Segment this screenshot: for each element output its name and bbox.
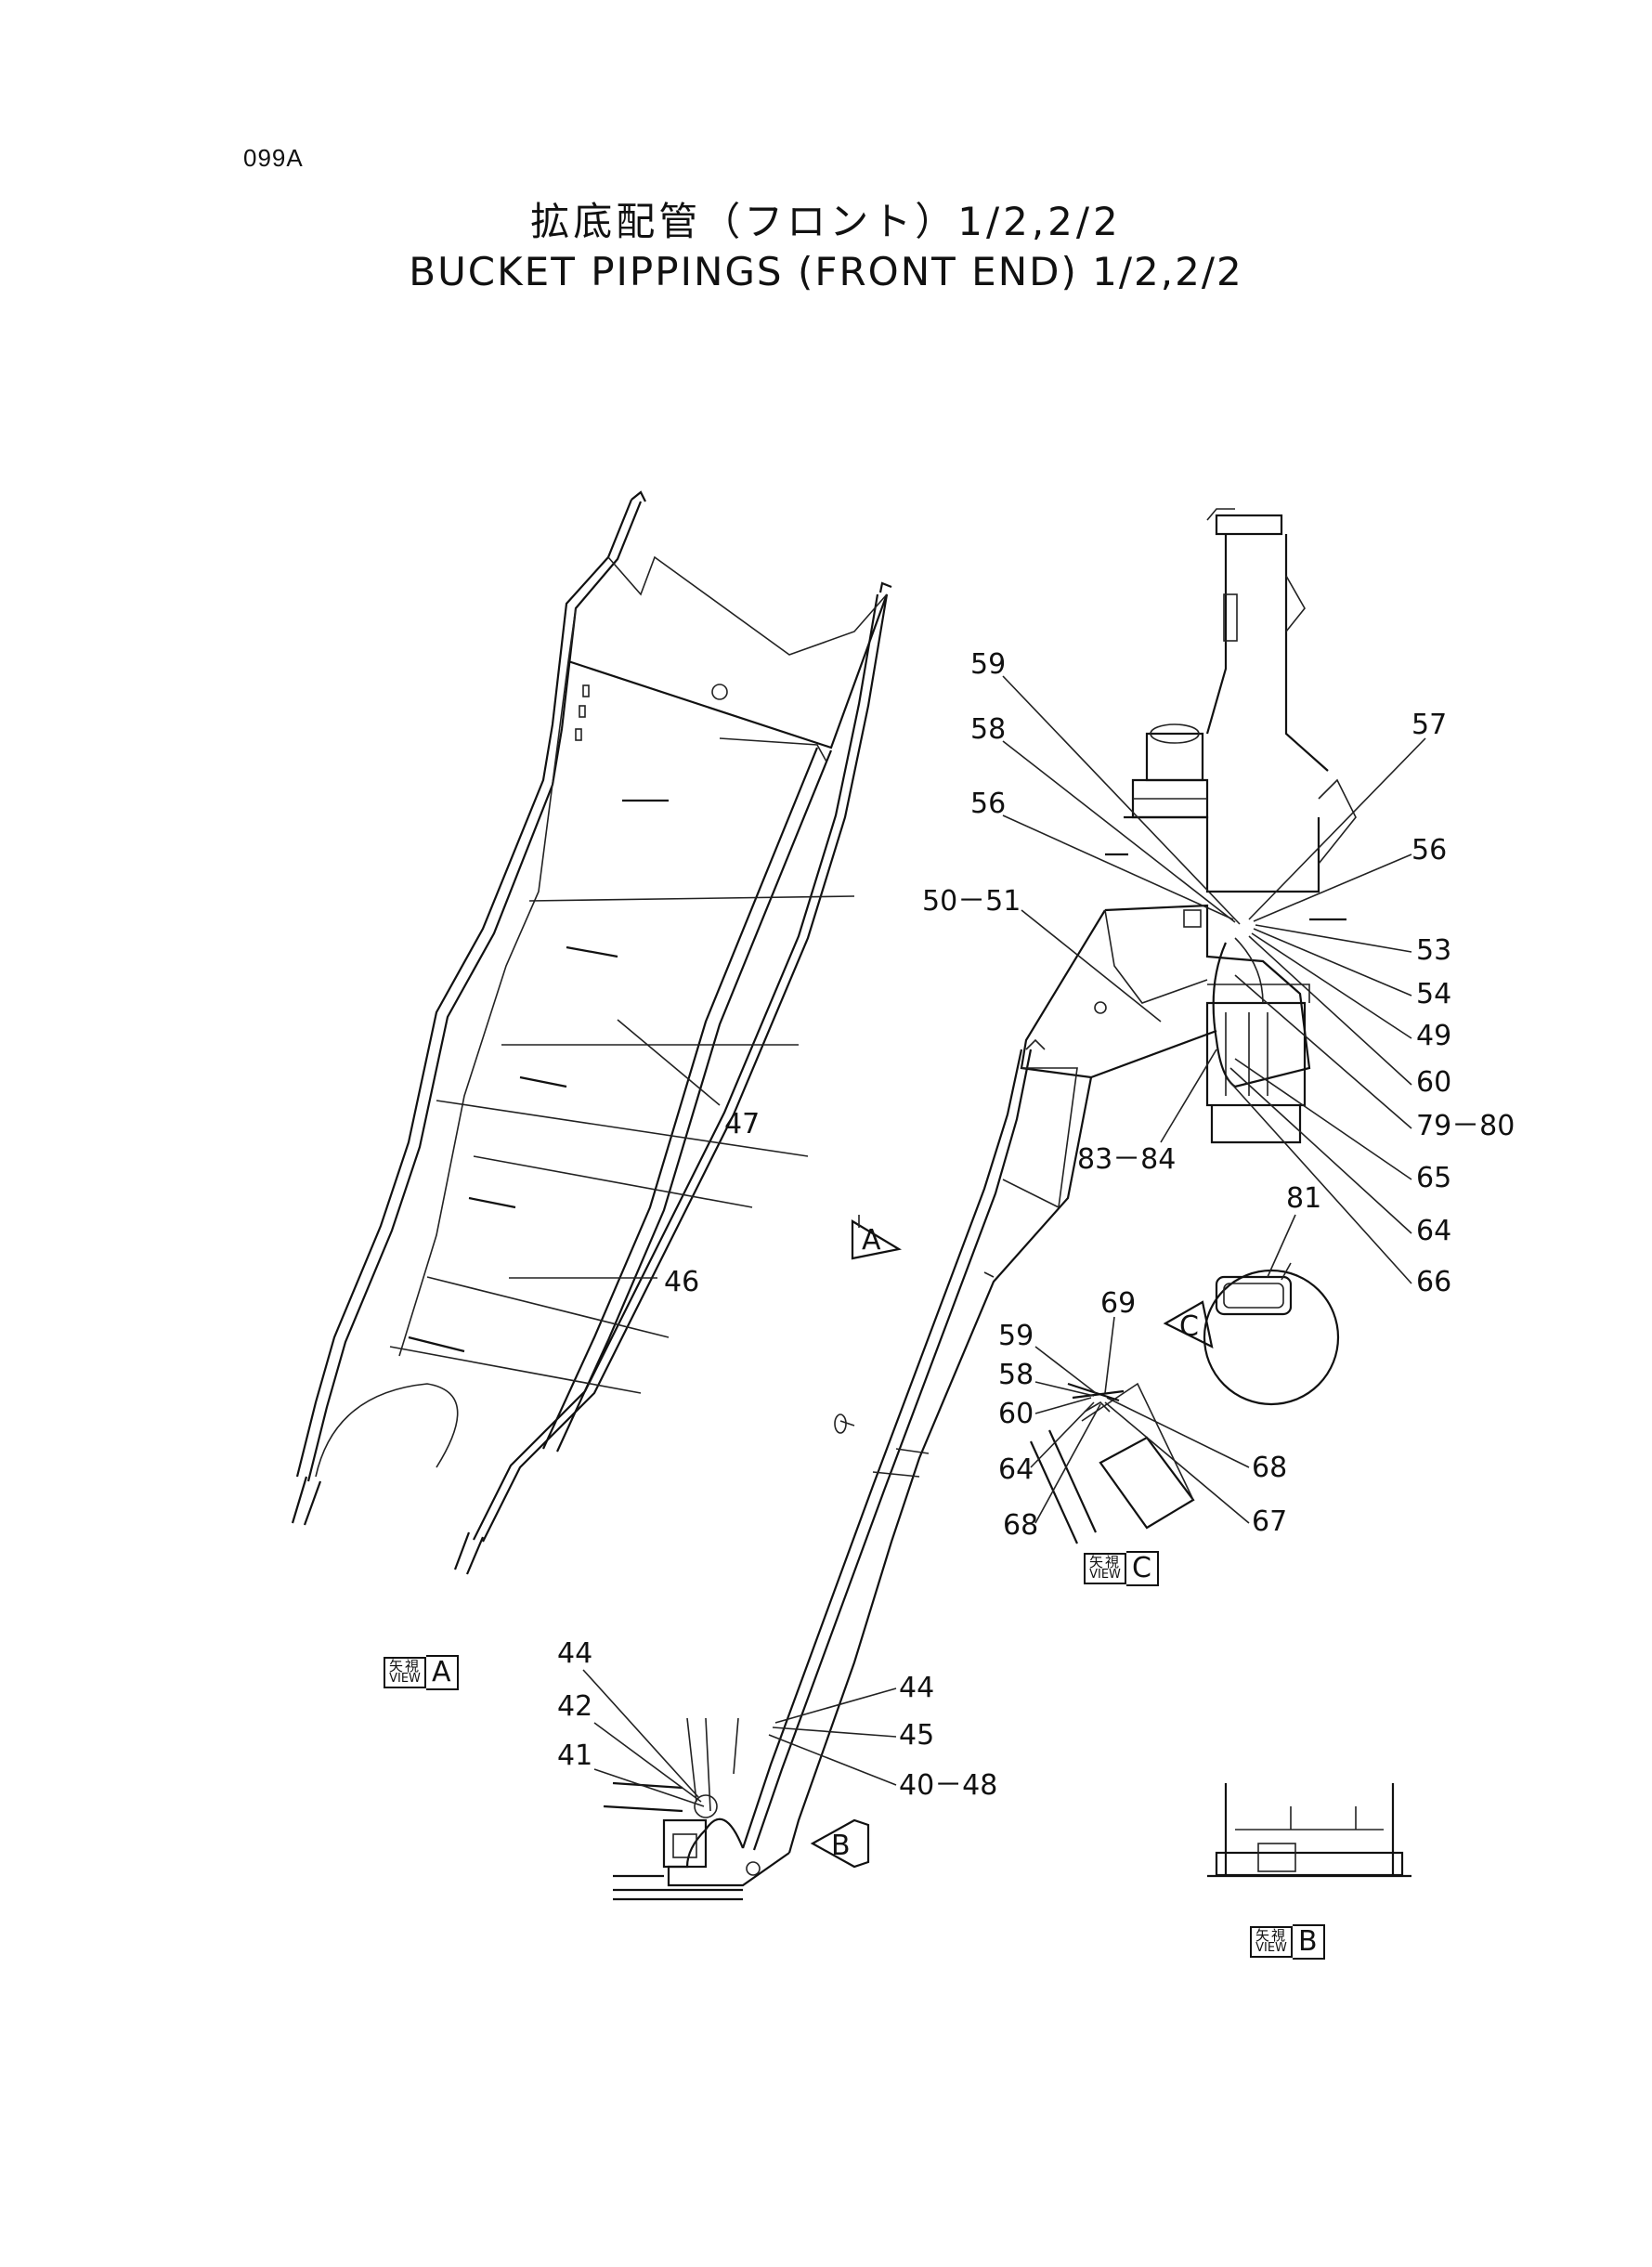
view-a-drawing	[291, 490, 892, 1575]
callout-60b: 60	[998, 1398, 1034, 1430]
callout-58: 58	[970, 713, 1006, 746]
view-arrow-b: B	[810, 1818, 870, 1869]
callout-64b: 64	[998, 1453, 1034, 1486]
callout-56a: 56	[970, 788, 1006, 820]
svg-text:B: B	[831, 1830, 851, 1862]
svg-text:C: C	[1179, 1310, 1199, 1343]
callout-59b: 59	[998, 1320, 1034, 1352]
svg-text:A: A	[862, 1224, 881, 1257]
boom-drawing	[603, 508, 1357, 1901]
callout-68a: 68	[1252, 1452, 1287, 1484]
callout-65: 65	[1416, 1162, 1451, 1194]
callout-69: 69	[1100, 1287, 1136, 1320]
callout-67: 67	[1252, 1505, 1287, 1538]
callout-50-51: 50－51	[922, 885, 1021, 918]
callout-64: 64	[1416, 1215, 1451, 1247]
callout-79-80: 79－80	[1416, 1110, 1515, 1142]
callout-41: 41	[557, 1739, 592, 1772]
callout-60: 60	[1416, 1066, 1451, 1099]
callout-46: 46	[664, 1266, 699, 1298]
callout-57: 57	[1411, 709, 1447, 741]
view-arrow-c: C	[1163, 1300, 1214, 1348]
callout-42: 42	[557, 1690, 592, 1723]
view-c-drawing	[1029, 1262, 1340, 1544]
callout-58b: 58	[998, 1359, 1034, 1391]
callout-83-84: 83－84	[1077, 1143, 1176, 1176]
callout-54: 54	[1416, 978, 1451, 1010]
view-arrow-a: A	[851, 1215, 903, 1260]
callout-40-48: 40－48	[899, 1769, 997, 1802]
callout-53: 53	[1416, 934, 1451, 967]
callout-labels: 47 46 59 58 56 50－51 57 56 53 54 49 60 7…	[557, 648, 1515, 1807]
callout-44b: 44	[899, 1672, 934, 1704]
callout-68b: 68	[1003, 1509, 1038, 1542]
callout-81: 81	[1286, 1182, 1321, 1215]
callout-47: 47	[724, 1108, 760, 1140]
callout-56b: 56	[1411, 834, 1447, 866]
title-english: BUCKET PIPPINGS (FRONT END) 1/2,2/2	[409, 249, 1243, 294]
view-b-drawing	[1207, 1783, 1411, 1878]
callout-59: 59	[970, 648, 1006, 681]
page-id: 099A	[243, 144, 304, 172]
title-japanese: 拡底配管（フロント）1/2,2/2	[530, 199, 1122, 244]
callout-44a: 44	[557, 1637, 592, 1670]
callout-49: 49	[1416, 1020, 1451, 1052]
callout-45: 45	[899, 1719, 934, 1752]
callout-66: 66	[1416, 1266, 1451, 1298]
